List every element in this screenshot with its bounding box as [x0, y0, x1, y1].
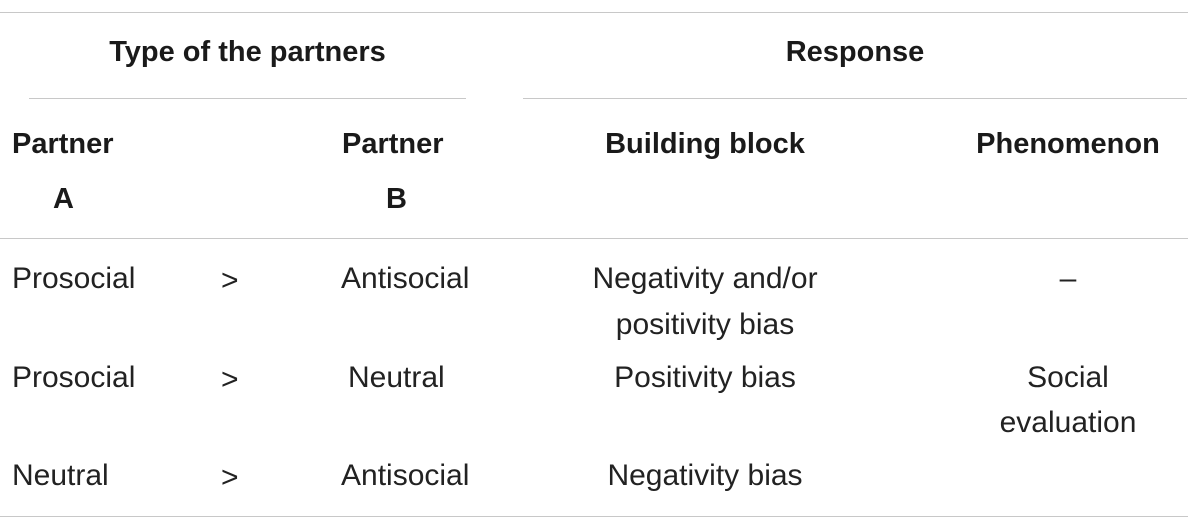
table-row-3-partner-b: Antisocial — [341, 459, 470, 492]
table-row-2-comparator: > — [221, 363, 239, 396]
partners-group-rule — [29, 98, 466, 99]
response-group-rule — [523, 98, 1187, 99]
table-row-1-comparator: > — [221, 264, 239, 297]
col-header-partner-a: Partner — [12, 128, 114, 160]
table-row-1-building-block-line2: positivity bias — [615, 308, 795, 341]
table-row-1-partner-a: Prosocial — [12, 262, 136, 295]
table-row-2-phenomenon: Social — [1027, 361, 1109, 394]
col-header-phenomenon: Phenomenon — [976, 128, 1160, 160]
top-rule — [0, 12, 1188, 13]
group-header-response: Response — [785, 36, 925, 68]
bottom-rule — [0, 516, 1188, 517]
table-row-3-partner-a: Neutral — [12, 459, 109, 492]
table-row-2-partner-b: Neutral — [348, 361, 445, 394]
table-row-1-building-block: Negativity and/or — [592, 262, 818, 295]
col-header-partner-a-letter: A — [53, 183, 74, 215]
table-row-2-partner-a: Prosocial — [12, 361, 136, 394]
table-row-2-building-block: Positivity bias — [614, 361, 796, 394]
group-header-partners: Type of the partners — [109, 36, 386, 68]
col-header-partner-b-letter: B — [386, 183, 407, 215]
col-header-building-block: Building block — [605, 128, 805, 160]
col-header-partner-b: Partner — [342, 128, 444, 160]
table-row-3-comparator: > — [221, 461, 239, 494]
header-bottom-rule — [0, 238, 1188, 239]
table-row-1-partner-b: Antisocial — [341, 262, 470, 295]
table-row-2-phenomenon-line2: evaluation — [999, 406, 1137, 439]
table-row-3-building-block: Negativity bias — [607, 459, 803, 492]
table-row-1-phenomenon: – — [1059, 262, 1077, 295]
